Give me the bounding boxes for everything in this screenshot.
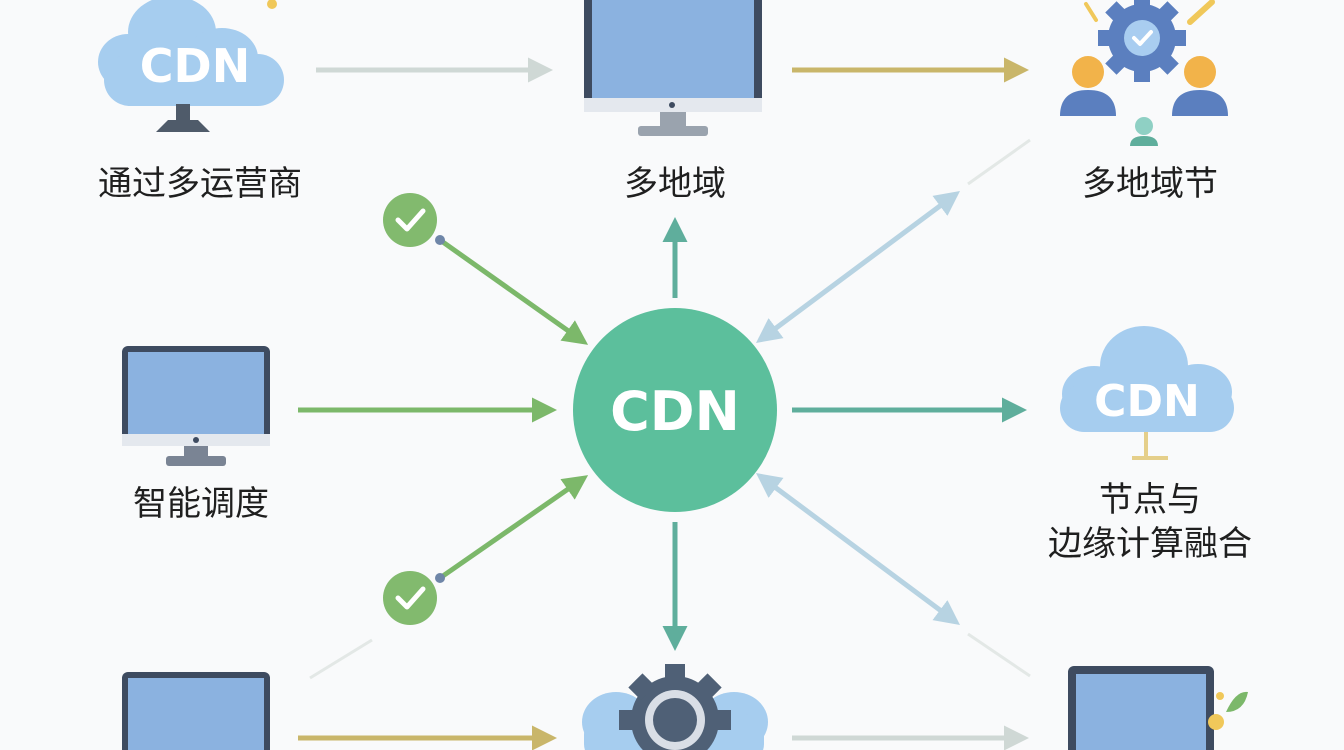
person-small-icon — [1130, 117, 1158, 146]
cdn-cloud-icon: CDN — [98, 0, 284, 132]
mid-right-cloud-badge: CDN — [1094, 376, 1200, 427]
laptop-icon — [1068, 666, 1248, 750]
monitor-icon-left — [122, 346, 270, 466]
label-multi-region: 多地域 — [624, 164, 726, 204]
cdn-cloud-icon-right: CDN — [1060, 326, 1234, 460]
monitor-icon-bottom — [122, 672, 270, 750]
team-gear-icon — [1060, 0, 1228, 146]
arrow-top-check-to-center — [438, 237, 589, 345]
label-edge-computing: 边缘计算融合 — [1048, 524, 1252, 564]
arrow-center-team-bidirectional — [755, 191, 961, 343]
center-cdn-label: CDN — [610, 380, 740, 443]
label-multi-operator: 通过多运营商 — [98, 164, 302, 204]
check-badge-bottom — [383, 571, 445, 625]
person-left-icon — [1060, 56, 1116, 116]
label-multi-region-node: 多地域节 — [1082, 164, 1218, 204]
label-smart-scheduling: 智能调度 — [133, 484, 269, 524]
gear-icon — [1098, 0, 1186, 82]
faint-line-bottom-right — [967, 632, 1031, 678]
check-badge-top — [383, 193, 445, 247]
arrow-bottom-check-to-center — [438, 475, 589, 581]
center-cdn-node: CDN — [573, 308, 777, 512]
faint-line-top-right — [967, 138, 1031, 186]
faint-line-bottom-left — [309, 638, 373, 680]
label-node-and: 节点与 — [1099, 480, 1201, 520]
arrow-center-laptop-bidirectional — [755, 473, 961, 625]
person-right-icon — [1172, 56, 1228, 116]
gear-cloud-icon — [582, 664, 768, 750]
monitor-icon-top — [584, 0, 762, 136]
top-left-cloud-badge: CDN — [140, 39, 250, 93]
